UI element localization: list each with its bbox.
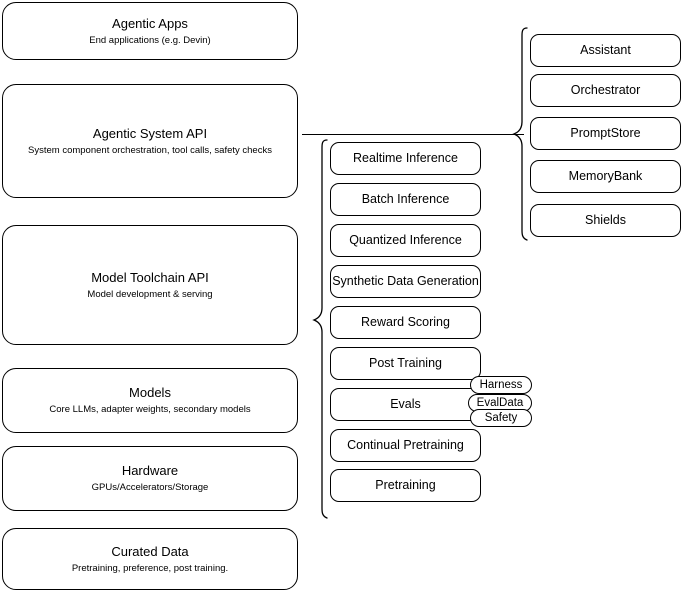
evals-subcomponent-harness[interactable]: Harness bbox=[470, 376, 532, 394]
brace-toolchain-capabilities bbox=[312, 138, 328, 520]
evals-subcomponent-label: Safety bbox=[484, 411, 518, 424]
capability-label: Batch Inference bbox=[361, 192, 450, 206]
evals-subcomponent-safety[interactable]: Safety bbox=[470, 409, 532, 427]
layer-hardware[interactable]: Hardware GPUs/Accelerators/Storage bbox=[2, 446, 298, 511]
evals-subcomponent-label: EvalData bbox=[476, 396, 524, 409]
system-component-shields[interactable]: Shields bbox=[530, 204, 681, 237]
system-component-orchestrator[interactable]: Orchestrator bbox=[530, 74, 681, 107]
layer-title: Hardware bbox=[121, 463, 179, 478]
layer-subtitle: Model development & serving bbox=[87, 288, 213, 300]
capability-label: Continual Pretraining bbox=[347, 438, 464, 452]
system-component-label: PromptStore bbox=[570, 126, 641, 140]
system-component-label: Assistant bbox=[580, 43, 631, 57]
system-component-label: Shields bbox=[585, 213, 626, 227]
system-component-label: Orchestrator bbox=[570, 83, 641, 97]
layer-subtitle: System component orchestration, tool cal… bbox=[28, 144, 272, 156]
capability-continual-pretraining[interactable]: Continual Pretraining bbox=[330, 429, 481, 462]
capability-label: Post Training bbox=[369, 356, 442, 370]
capability-label: Reward Scoring bbox=[361, 315, 450, 329]
capability-label: Evals bbox=[390, 397, 421, 411]
layer-model-toolchain-api[interactable]: Model Toolchain API Model development & … bbox=[2, 225, 298, 345]
capability-batch-inference[interactable]: Batch Inference bbox=[330, 183, 481, 216]
system-component-assistant[interactable]: Assistant bbox=[530, 34, 681, 67]
layer-title: Model Toolchain API bbox=[91, 269, 209, 285]
evals-subcomponent-evaldata[interactable]: EvalData bbox=[468, 394, 532, 412]
system-component-memorybank[interactable]: MemoryBank bbox=[530, 160, 681, 193]
layer-title: Curated Data bbox=[111, 543, 189, 559]
capability-post-training[interactable]: Post Training bbox=[330, 347, 481, 380]
capability-quantized-inference[interactable]: Quantized Inference bbox=[330, 224, 481, 257]
layer-subtitle: End applications (e.g. Devin) bbox=[89, 34, 211, 46]
system-component-label: MemoryBank bbox=[568, 169, 643, 183]
layer-title: Agentic System API bbox=[92, 125, 208, 141]
layer-title: Agentic Apps bbox=[112, 15, 188, 31]
layer-title: Models bbox=[129, 385, 171, 400]
capability-reward-scoring[interactable]: Reward Scoring bbox=[330, 306, 481, 339]
layer-subtitle: Core LLMs, adapter weights, secondary mo… bbox=[49, 404, 251, 415]
evals-subcomponent-label: Harness bbox=[479, 378, 523, 391]
capability-label: Quantized Inference bbox=[349, 233, 462, 247]
connector-system-api-to-components bbox=[302, 134, 524, 135]
capability-synthetic-data-generation[interactable]: Synthetic Data Generation bbox=[330, 265, 481, 298]
layer-subtitle: GPUs/Accelerators/Storage bbox=[91, 482, 209, 493]
capability-label: Pretraining bbox=[375, 478, 436, 492]
capability-pretraining[interactable]: Pretraining bbox=[330, 469, 481, 502]
capability-label: Synthetic Data Generation bbox=[332, 274, 479, 288]
capability-label: Realtime Inference bbox=[353, 151, 458, 165]
capability-realtime-inference[interactable]: Realtime Inference bbox=[330, 142, 481, 175]
capability-evals[interactable]: Evals bbox=[330, 388, 481, 421]
layer-agentic-apps[interactable]: Agentic Apps End applications (e.g. Devi… bbox=[2, 2, 298, 60]
system-component-promptstore[interactable]: PromptStore bbox=[530, 117, 681, 150]
layer-subtitle: Pretraining, preference, post training. bbox=[71, 562, 229, 574]
layer-curated-data[interactable]: Curated Data Pretraining, preference, po… bbox=[2, 528, 298, 590]
layer-models[interactable]: Models Core LLMs, adapter weights, secon… bbox=[2, 368, 298, 433]
layer-agentic-system-api[interactable]: Agentic System API System component orch… bbox=[2, 84, 298, 198]
